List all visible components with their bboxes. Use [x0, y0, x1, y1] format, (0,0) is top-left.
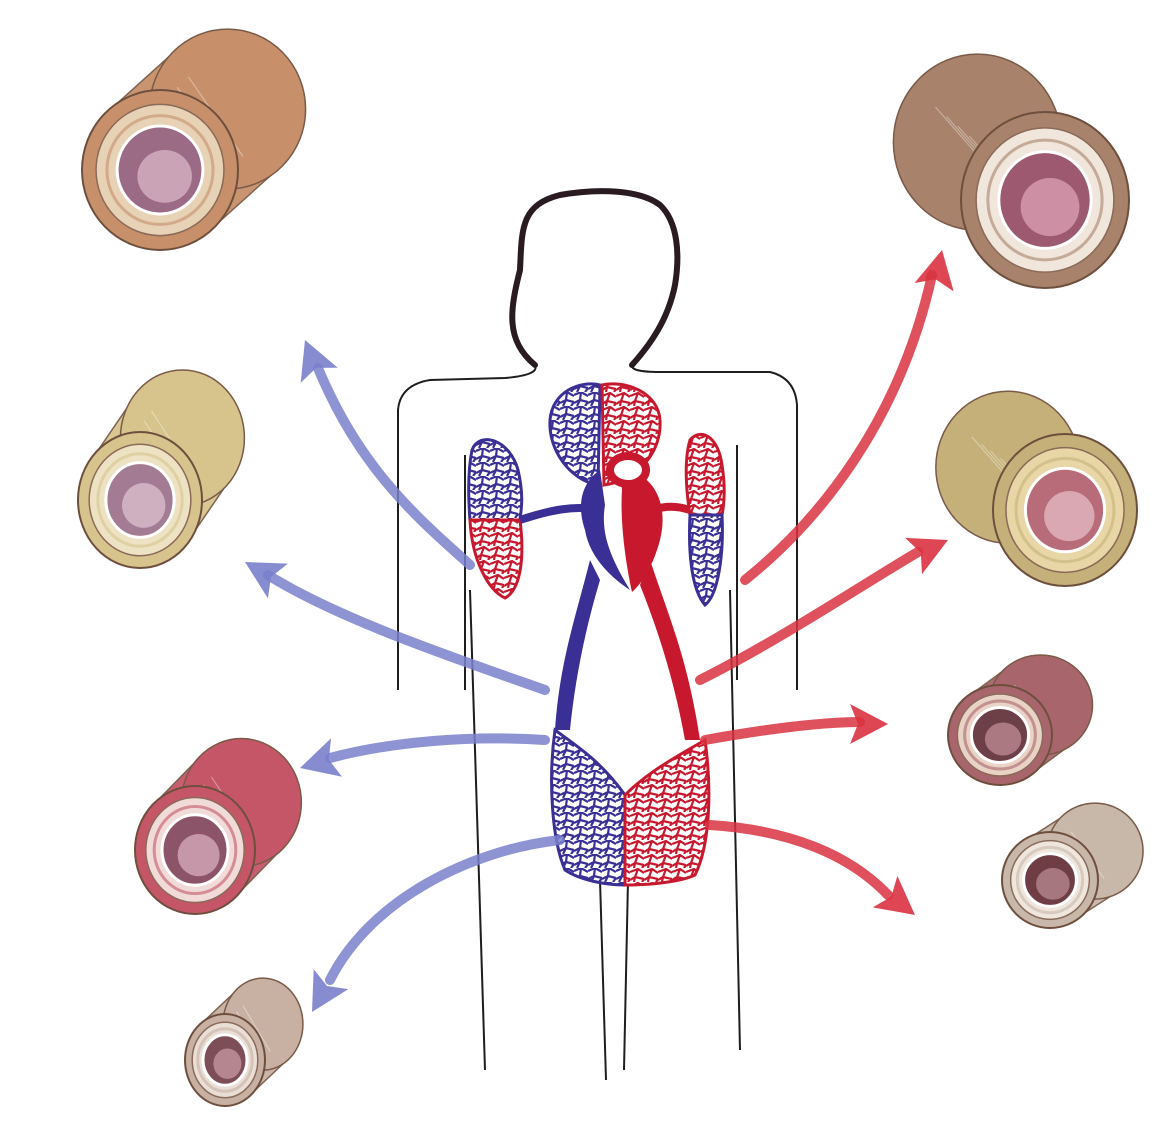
arterial-arrow-2 — [700, 522, 956, 680]
venule-cross-section — [185, 978, 303, 1106]
vena-cava — [555, 560, 600, 730]
arterial-arrow-4 — [710, 825, 927, 931]
vein-medium-cross-section — [78, 370, 244, 568]
lung-right-venous — [690, 515, 723, 605]
upper-bed-venous — [550, 384, 600, 485]
aortic-arch — [610, 456, 646, 484]
capillary-cross-section — [1002, 803, 1143, 928]
arterial-arrowhead — [905, 522, 956, 574]
heart-arterial — [620, 470, 663, 592]
arterial-arrow-1 — [745, 246, 962, 580]
lung-left-venous — [469, 440, 522, 520]
lung-right-arterial — [686, 434, 724, 515]
aorta — [640, 560, 700, 740]
venous-arrow-4 — [295, 840, 560, 1022]
lower-bed-venous — [552, 730, 625, 885]
pulmonary-arterial-right — [640, 507, 690, 515]
arterial-arrowhead — [915, 246, 962, 291]
venous-arrow-1 — [286, 333, 470, 565]
arrows — [235, 246, 962, 1022]
artery-elastic-cross-section — [893, 54, 1129, 288]
arteriole-cross-section — [948, 655, 1093, 785]
artery-muscular-cross-section — [936, 391, 1137, 586]
leg-right-inner — [624, 880, 628, 1070]
venous-arrowhead — [294, 738, 342, 787]
venous-arrowhead — [286, 333, 337, 383]
body-outline — [398, 191, 797, 1080]
lower-bed-arterial — [625, 740, 709, 885]
head-outline — [512, 191, 677, 365]
venous-arrowhead — [235, 545, 288, 599]
vein-large-cross-section — [82, 29, 306, 250]
lung-left-arterial — [470, 520, 522, 598]
vein-small-cross-section — [135, 739, 301, 914]
circulation — [469, 384, 725, 885]
venous-arrow-3 — [294, 738, 545, 787]
leg-left-inner — [600, 880, 606, 1080]
